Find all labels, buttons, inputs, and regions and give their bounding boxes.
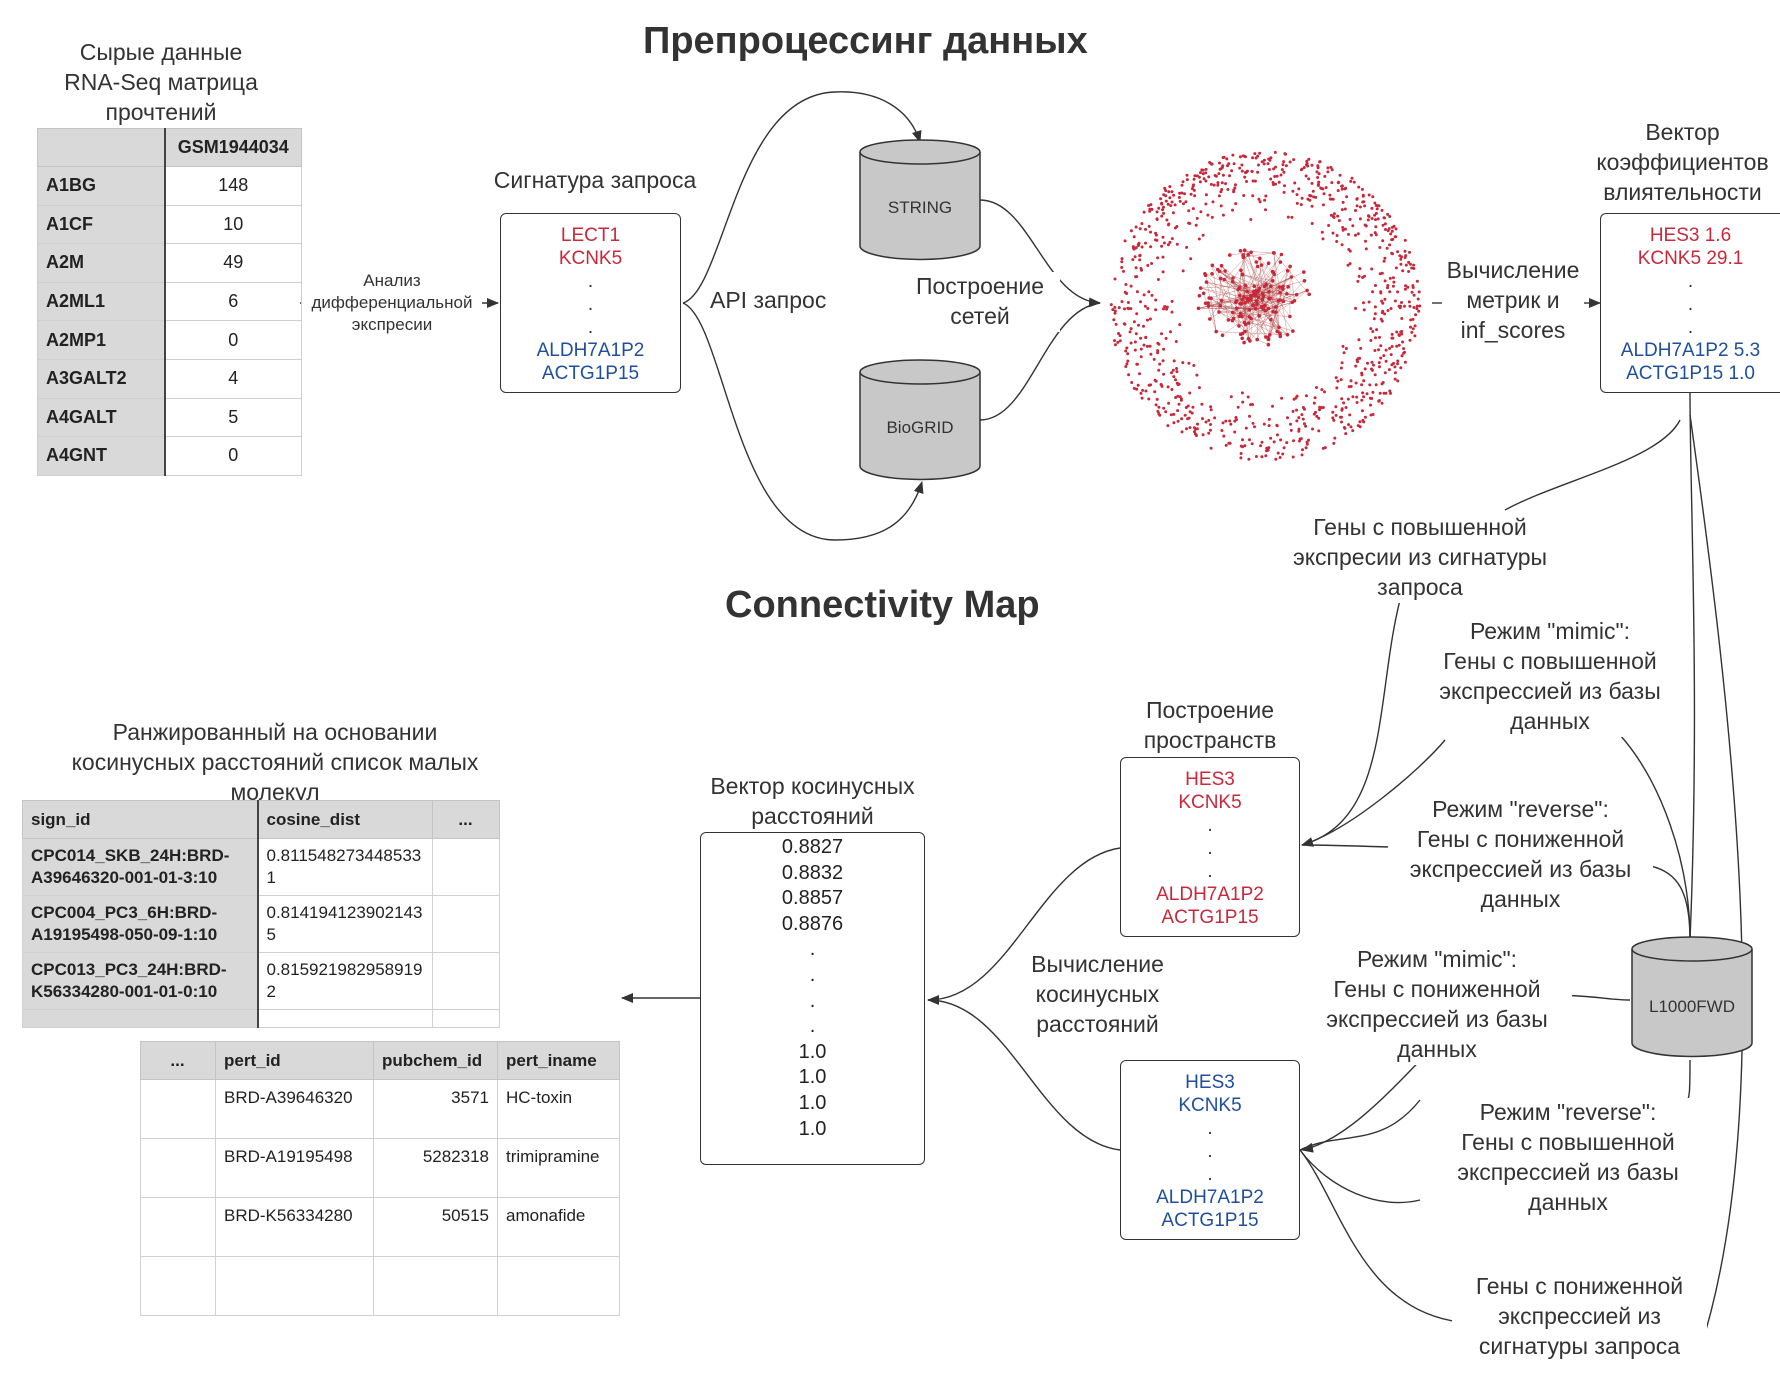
l1000fwd-database-icon [1631,936,1753,1058]
metrics-label: Вычисление метрик и inf_scores [1446,257,1580,343]
l1000fwd-label: L1000FWD [1649,997,1735,1016]
line-influence-l1000 [1689,392,1696,941]
network-build-label: Построение сетей [900,272,1060,332]
query-signature-box: LECT1 KCNK5 . . . ALDH7A1P2 ACTG1P15 [500,213,681,393]
down-genes-label: Гены с пониженной экспресcией из сигнату… [1452,1272,1707,1362]
biogrid-database-icon [859,359,981,481]
arrow-biogrid-network [979,302,1101,421]
string-label: STRING [887,198,953,217]
arrow-to-string [682,91,922,304]
arrow-to-biogrid [682,302,924,541]
table-row: CPC013_PC3_24H:BRD-K56334280-001-01-0:10… [22,952,500,1010]
space-build-label: Построение пространств [1143,697,1277,753]
sample-header: GSM1944034 [164,128,302,167]
arrow-string-network [979,199,1101,308]
diff-expression-label: Анализ дифференциальной экспресии [302,270,482,337]
raw-data-caption: Сырые данные RNA-Seq матрица прочтений [64,39,258,125]
line-influence-down [1689,414,1744,1351]
up-genes-label: Гены с повышенной экспресии из сигнатуры… [1270,513,1570,603]
influence-vector-box: HES3 1.6 KCNK5 29.1 . . . ALDH7A1P2 5.3 … [1600,213,1780,393]
ranked-signatures-table: sign_id cosine_dist ... CPC014_SKB_24H:B… [22,800,500,1028]
api-request-label: API запрос [710,287,827,313]
space-box-up: HES3 KCNK5 . . . ALDH7A1P2 ACTG1P15 [1120,757,1300,937]
gene-header-cell [37,128,166,167]
reverse-down-label: Режим "reverse": Гены с пониженной экспр… [1388,795,1653,915]
arrow-space-down-cosine [927,999,1121,1151]
mimic-down-label: Режим "mimic": Гены с пониженной экспрес… [1302,945,1572,1065]
perturbations-table: ... pert_id pubchem_id pert_iname BRD-A3… [140,1041,620,1316]
query-signature-caption: Сигнатура запроса [493,167,697,193]
space-box-down: HES3 KCNK5 . . . ALDH7A1P2 ACTG1P15 [1120,1060,1300,1240]
influence-vector-caption: Вектор коэффициентов влиятельности [1596,119,1769,205]
preprocessing-title: Препроцессинг данных [643,20,1088,62]
mimic-up-label: Режим "mimic": Гены с повышенной экспрес… [1415,617,1685,737]
reverse-up-label: Режим "reverse": Гены с повышенной экспр… [1433,1098,1703,1218]
cosine-vector-caption: Вектор косинусных расстояний [710,773,915,829]
biogrid-label: BioGRID [886,418,954,437]
string-database-icon [859,139,981,261]
line-up-genes [1504,419,1681,511]
protein-network-graph [1109,150,1422,461]
ranked-list-caption: Ранжированный на основании косинусных ра… [71,719,479,800]
cmap-title: Connectivity Map [725,584,1040,626]
cosine-calc-label: Вычисление косинусных расстояний [1031,951,1164,1037]
cosine-vector-box: 0.8827 0.8832 0.8857 0.8876 . . . . 1.0 … [700,832,925,1165]
arrow-space-up-cosine [927,847,1121,1005]
table-row: CPC014_SKB_24H:BRD-A39646320-001-01-3:10… [22,838,500,896]
